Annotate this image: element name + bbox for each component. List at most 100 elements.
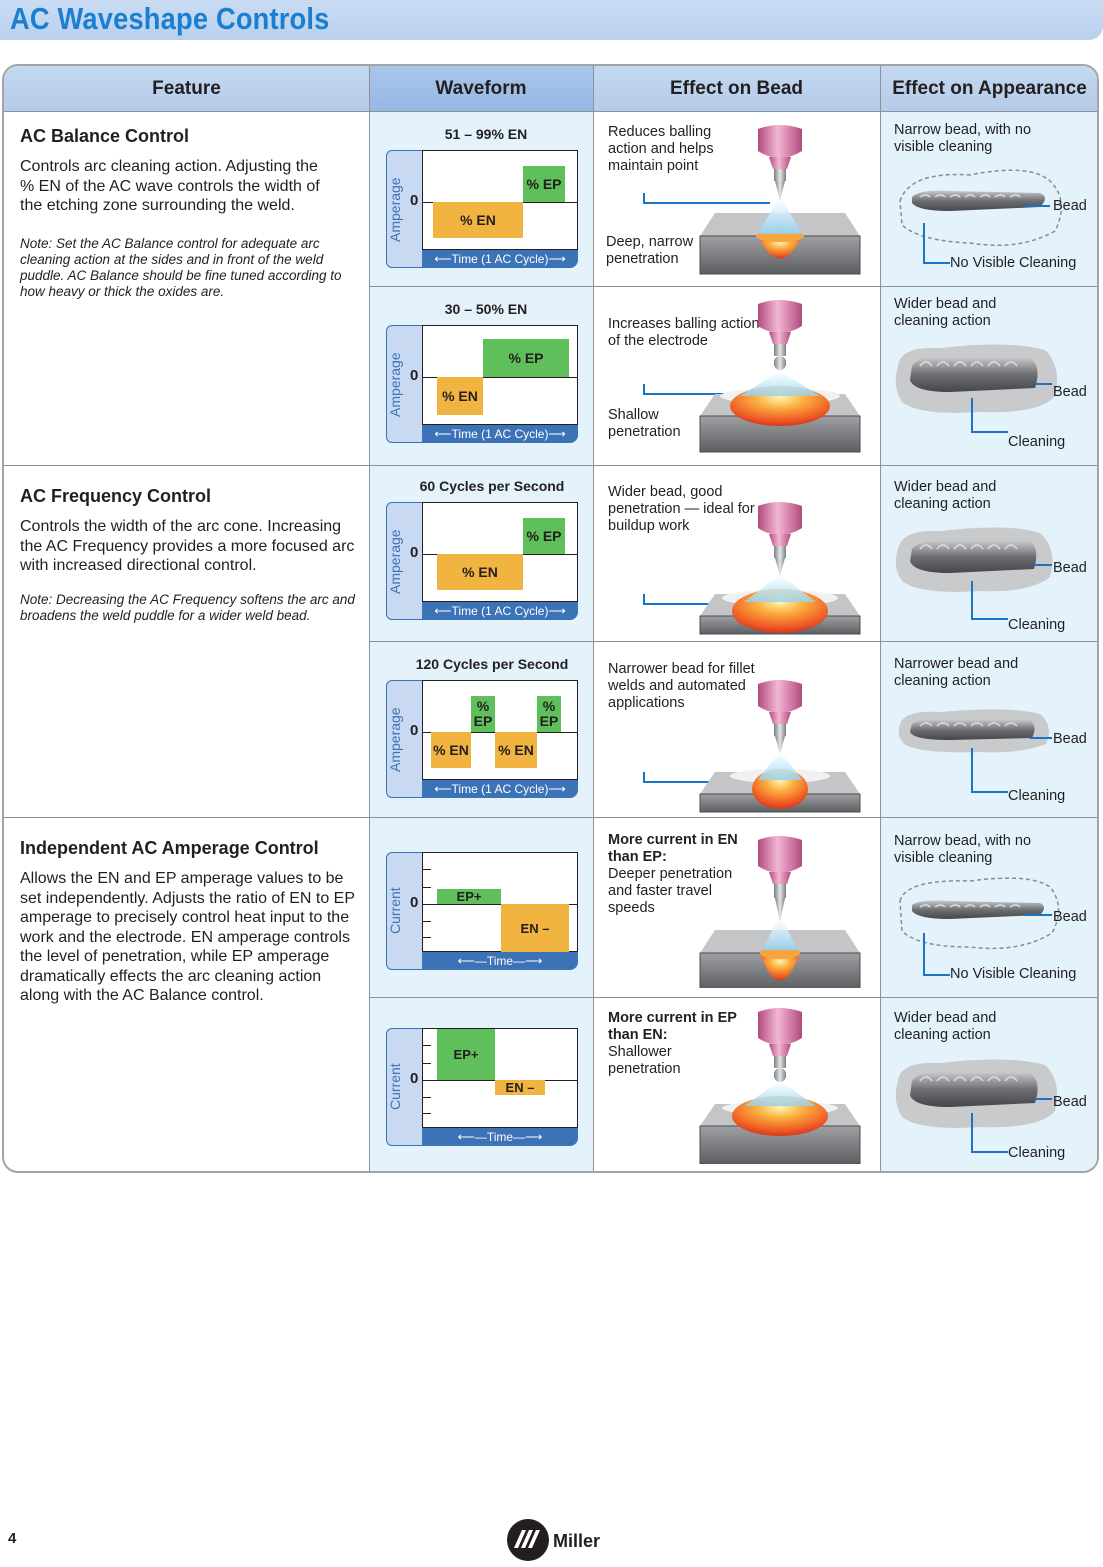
feature-title: AC Balance Control <box>20 126 190 146</box>
bead-illustration <box>895 344 1058 433</box>
y-axis-label: Amperage <box>387 352 403 417</box>
graph-title: 51 – 99% EN <box>444 126 528 142</box>
bead-effect-heading: More current in EN than EP: <box>608 832 738 865</box>
axis-tick <box>423 1113 431 1114</box>
column-divider <box>593 66 594 1171</box>
torch-illustration <box>643 502 861 635</box>
bead-illustration <box>895 1059 1058 1153</box>
appearance-text: Wider bead and cleaning action <box>894 1010 997 1043</box>
axis-tick <box>423 1063 431 1064</box>
en-bar: % EN <box>433 202 523 238</box>
axis-tick <box>423 887 431 888</box>
en-bar: % EN <box>431 732 471 768</box>
zero-label: 0 <box>410 192 419 209</box>
miller-logo: Miller <box>506 1518 621 1567</box>
y-axis-panel <box>386 325 422 443</box>
torch-illustration <box>699 1008 861 1164</box>
x-axis-label: ⟵Time (1 AC Cycle)⟶ <box>422 780 578 798</box>
bead-effect-text: Deeper penetration and faster travel spe… <box>608 866 733 916</box>
bead-label: Bead <box>1053 198 1087 214</box>
bead-penetration-text: Deep, narrow penetration <box>606 234 694 267</box>
feature-title: AC Frequency Control <box>20 486 212 506</box>
axis-tick <box>423 1045 431 1046</box>
zero-line <box>423 904 577 905</box>
zero-label: 0 <box>410 894 419 911</box>
y-axis-label: Amperage <box>387 177 403 242</box>
ep-bar: % EP <box>523 518 565 554</box>
header-waveform: Waveform <box>369 66 593 111</box>
x-axis-label: ⟵—Time—⟶ <box>422 952 578 970</box>
row-divider <box>4 817 1097 818</box>
feature-description: Controls arc cleaning action. Adjusting … <box>20 158 320 214</box>
y-axis-label: Amperage <box>387 529 403 594</box>
bead-effect-text: Increases balling action of the electrod… <box>608 316 760 349</box>
feature-description: Controls the width of the arc cone. Incr… <box>20 518 355 574</box>
plot-area: EP+ EN – <box>422 852 578 952</box>
zero-label: 0 <box>410 1070 419 1087</box>
waveform-graph: Amperage 0 % EP % EN ⟵Time (1 AC Cycle)⟶ <box>386 502 586 642</box>
row-divider <box>4 465 1097 466</box>
ep-bar: EP+ <box>437 889 501 904</box>
bead-penetration-text: Shallow penetration <box>608 407 681 440</box>
cleaning-label: No Visible Cleaning <box>950 255 1077 271</box>
en-bar: % EN <box>437 377 483 415</box>
ep-bar: % EP <box>537 696 561 732</box>
bead-effect-text: Reduces balling action and helps maintai… <box>608 124 714 174</box>
bead-label: Bead <box>1053 731 1087 747</box>
feature-title: Independent AC Amperage Control <box>20 838 319 858</box>
waveform-graph: Amperage 0 % EP % EP % EN % EN ⟵Time (1 … <box>386 680 586 820</box>
axis-tick <box>423 921 431 922</box>
y-axis-panel <box>386 1028 422 1146</box>
y-axis-label: Current <box>387 1063 403 1110</box>
cleaning-label: No Visible Cleaning <box>950 966 1077 982</box>
zero-label: 0 <box>410 367 419 384</box>
appearance-text: Narrower bead and cleaning action <box>894 656 1019 689</box>
torch-illustration <box>699 836 861 988</box>
header-effect-on-appearance: Effect on Appearance <box>880 66 1097 111</box>
header-feature: Feature <box>4 66 369 111</box>
column-divider <box>369 66 370 1171</box>
axis-tick <box>423 1097 431 1098</box>
graph-title: 30 – 50% EN <box>444 301 528 317</box>
y-axis-panel <box>386 502 422 620</box>
appearance-text: Narrow bead, with no visible cleaning <box>894 122 1032 155</box>
plot-area: % EP % EN <box>422 150 578 250</box>
y-axis-panel <box>386 150 422 268</box>
cleaning-label: Cleaning <box>1008 434 1066 450</box>
row-divider <box>4 111 1097 112</box>
graph-title: 60 Cycles per Second <box>419 478 565 494</box>
bead-label: Bead <box>1053 560 1087 576</box>
zero-line <box>423 377 577 378</box>
feature-note: Note: Set the AC Balance control for ade… <box>20 236 342 299</box>
ep-bar: % EP <box>523 166 565 202</box>
logo-text: Miller <box>553 1531 600 1551</box>
ep-bar: % EP <box>471 696 495 732</box>
y-axis-panel <box>386 852 422 970</box>
cleaning-label: Cleaning <box>1008 1145 1066 1161</box>
bead-effect-text: Wider bead, good penetration — ideal for… <box>608 484 755 534</box>
bead-label: Bead <box>1053 909 1087 925</box>
x-axis-label: ⟵Time (1 AC Cycle)⟶ <box>422 425 578 443</box>
en-bar: EN – <box>495 1080 545 1095</box>
bead-effect-heading: More current in EP than EN: <box>608 1010 737 1043</box>
cleaning-label: Cleaning <box>1008 617 1066 633</box>
plot-area: % EP % EP % EN % EN <box>422 680 578 780</box>
bead-effect-text: Narrower bead for fillet welds and autom… <box>608 661 755 711</box>
y-axis-panel <box>386 680 422 798</box>
waveshape-table: Feature Waveform Effect on Bead Effect o… <box>2 64 1099 1173</box>
row-divider <box>369 286 1097 287</box>
bead-label: Bead <box>1053 1094 1087 1110</box>
graph-title: 120 Cycles per Second <box>415 656 569 672</box>
ep-bar: % EP <box>483 339 569 377</box>
ep-bar: EP+ <box>437 1029 495 1080</box>
waveform-graph: Current 0 EP+ EN – ⟵—Time—⟶ <box>386 1028 586 1168</box>
appearance-text: Wider bead and cleaning action <box>894 479 997 512</box>
torch-illustration <box>643 680 861 813</box>
torch-illustration <box>643 300 861 453</box>
zero-label: 0 <box>410 722 419 739</box>
feature-note: Note: Decreasing the AC Frequency soften… <box>20 592 355 623</box>
en-bar: % EN <box>495 732 537 768</box>
zero-label: 0 <box>410 544 419 561</box>
header-effect-on-bead: Effect on Bead <box>593 66 880 111</box>
row-divider <box>369 641 1097 642</box>
